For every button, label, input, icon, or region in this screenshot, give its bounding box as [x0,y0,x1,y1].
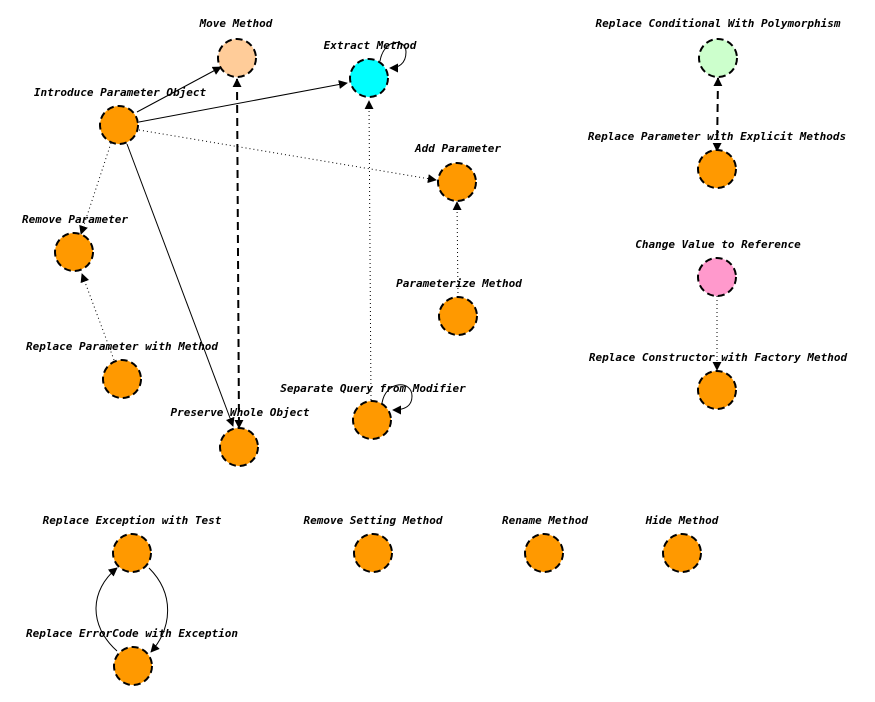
edge-separate-query-to-extract-method [364,100,374,401]
node-circle-replace-parameter-with-explicit-methods [697,149,737,189]
node-circle-replace-parameter-with-method [102,359,142,399]
node-move-method: Move Method [199,17,273,78]
edge-replace-errorcode-to-replace-exception [95,567,118,652]
node-extract-method: Extract Method [324,39,417,98]
edge-introduce-parameter-object-to-add-parameter [138,129,437,184]
node-circle-remove-parameter [54,232,94,272]
node-circle-separate-query-from-modifier [352,400,392,440]
node-circle-replace-constructor-with-factory-method [697,370,737,410]
node-add-parameter: Add Parameter [414,142,501,202]
node-label-remove-parameter: Remove Parameter [22,213,128,226]
node-introduce-parameter-object: Introduce Parameter Object [34,86,207,145]
node-circle-remove-setting-method [353,533,393,573]
node-preserve-whole-object: Preserve Whole Object [170,406,310,467]
node-replace-parameter-with-method: Replace Parameter with Method [26,340,218,399]
node-hide-method: Hide Method [645,514,719,573]
edge-separate-query-self-loop [381,384,413,415]
node-label-parameterize-method: Parameterize Method [396,277,522,290]
node-circle-introduce-parameter-object [99,105,139,145]
node-circle-replace-exception-with-test [112,533,152,573]
node-circle-preserve-whole-object [219,427,259,467]
edge-introduce-parameter-object-to-preserve-whole-object [126,143,235,427]
node-remove-setting-method: Remove Setting Method [303,514,443,573]
node-circle-hide-method [662,533,702,573]
node-circle-change-value-to-reference [697,257,737,297]
node-change-value-to-reference: Change Value to Reference [635,238,801,297]
node-replace-parameter-with-explicit-methods: Replace Parameter with Explicit Methods [588,130,846,189]
edges-layer [79,42,723,653]
node-circle-replace-errorcode-with-exception [113,646,153,686]
node-rename-method: Rename Method [502,514,588,573]
node-label-replace-conditional-with-polymorphism: Replace Conditional With Polymorphism [595,17,840,30]
node-circle-rename-method [524,533,564,573]
node-circle-parameterize-method [438,296,478,336]
node-replace-errorcode-with-exception: Replace ErrorCode with Exception [26,627,238,686]
edge-replace-parameter-with-method-to-remove-parameter [80,273,115,361]
node-circle-extract-method [349,58,389,98]
node-label-add-parameter: Add Parameter [414,142,501,155]
node-replace-constructor-with-factory-method: Replace Constructor with Factory Method [589,351,848,410]
node-circle-replace-conditional-with-polymorphism [698,38,738,78]
node-label-replace-exception-with-test: Replace Exception with Test [43,514,222,527]
node-label-replace-parameter-with-method: Replace Parameter with Method [26,340,218,353]
edge-extract-method-self-loop [379,42,407,73]
edge-introduce-parameter-object-to-move-method [136,66,222,113]
node-circle-move-method [217,38,257,78]
node-label-replace-errorcode-with-exception: Replace ErrorCode with Exception [26,627,238,640]
node-label-move-method: Move Method [199,17,273,30]
node-label-separate-query-from-modifier: Separate Query from Modifier [280,382,466,395]
edge-replace-exception-to-replace-errorcode [148,567,169,653]
node-label-preserve-whole-object: Preserve Whole Object [170,406,309,419]
node-circle-add-parameter [437,162,477,202]
node-label-remove-setting-method: Remove Setting Method [303,514,442,527]
node-label-hide-method: Hide Method [645,514,719,527]
node-remove-parameter: Remove Parameter [22,213,128,272]
node-label-change-value-to-reference: Change Value to Reference [635,238,801,251]
node-label-extract-method: Extract Method [324,39,417,52]
node-replace-exception-with-test: Replace Exception with Test [43,514,222,573]
node-label-replace-constructor-with-factory-method: Replace Constructor with Factory Method [589,351,848,364]
edge-move-method-preserve-whole-object [232,78,244,429]
node-separate-query-from-modifier: Separate Query from Modifier [280,382,466,440]
node-replace-conditional-with-polymorphism: Replace Conditional With Polymorphism [595,17,841,78]
node-label-rename-method: Rename Method [502,514,588,527]
node-label-introduce-parameter-object: Introduce Parameter Object [34,86,207,99]
node-label-replace-parameter-with-explicit-methods: Replace Parameter with Explicit Methods [588,130,846,143]
node-parameterize-method: Parameterize Method [396,277,522,336]
